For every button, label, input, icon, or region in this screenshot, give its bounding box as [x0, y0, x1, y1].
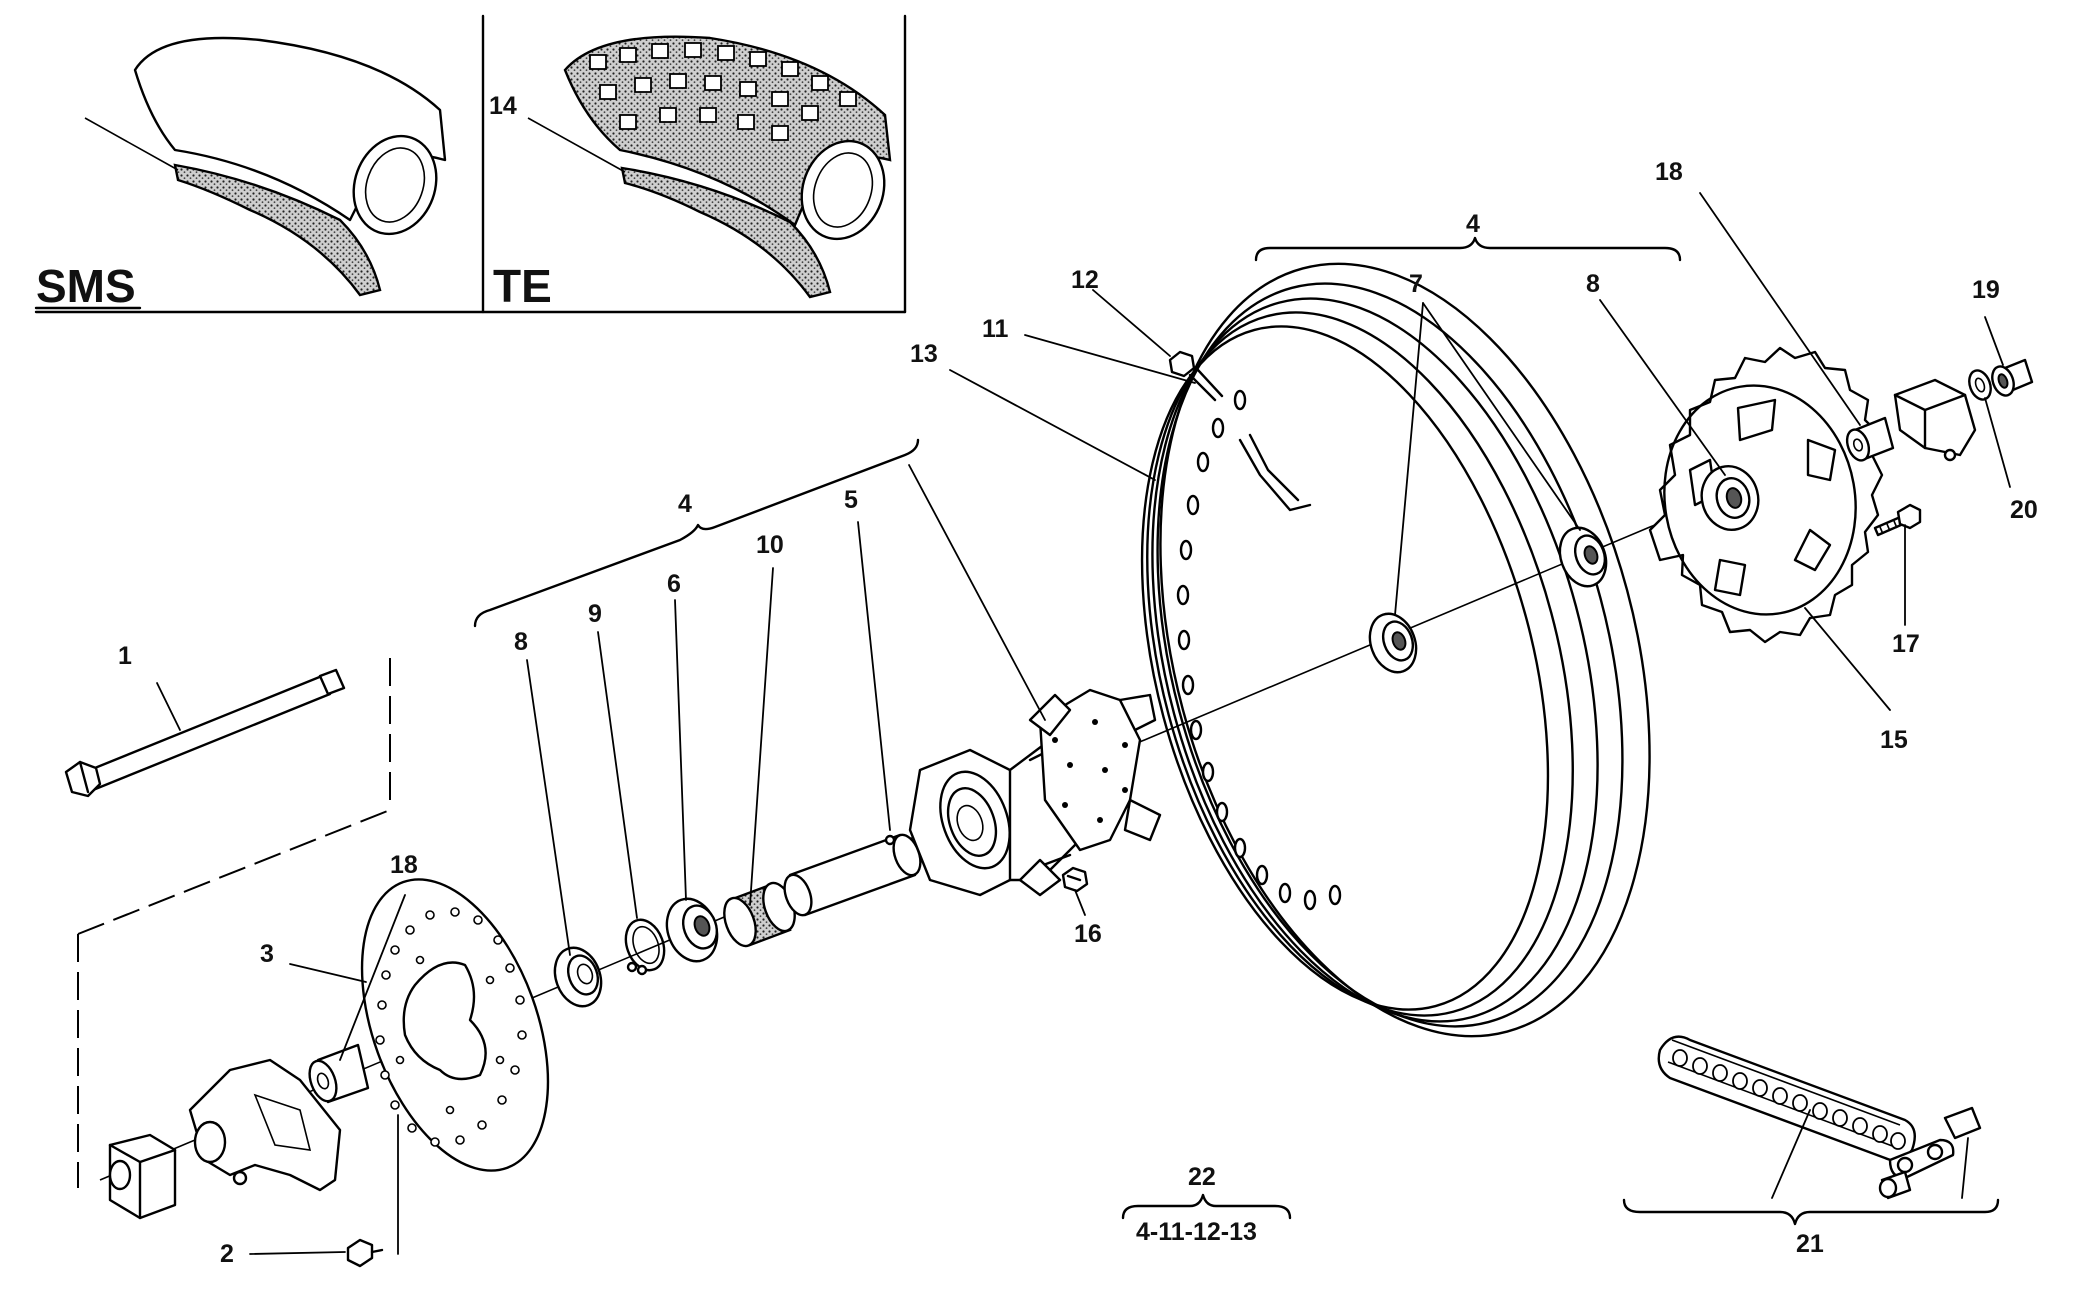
callout-20: 20 — [2010, 496, 2038, 524]
callout-14: 14 — [489, 92, 517, 120]
wheel-hub — [908, 688, 1162, 897]
callout-19: 19 — [1972, 276, 2000, 304]
sms-tyre-drawing — [84, 36, 447, 297]
part-11-valve-nut — [1188, 368, 1224, 402]
callout-4-rim-group: 4 — [1466, 210, 1480, 238]
part-7-right-bearing — [1558, 526, 1608, 588]
part-7-center-bearing — [1368, 612, 1418, 674]
kit-22-contents: 4-11-12-13 — [1136, 1218, 1257, 1246]
brake-caliper-bracket — [188, 1058, 342, 1192]
part-20-washer — [1968, 369, 1992, 401]
callout-6: 6 — [667, 570, 681, 598]
callout-10: 10 — [756, 531, 784, 559]
axle-adjuster-block-left — [108, 1133, 177, 1220]
part-16-nut — [1061, 866, 1089, 893]
callout-9: 9 — [588, 600, 602, 628]
bracket-braces — [473, 236, 2000, 1226]
part-10-spacer-bush — [723, 881, 796, 948]
callout-12: 12 — [1071, 266, 1099, 294]
callout-8-left: 8 — [514, 628, 528, 656]
part-1-axle — [64, 668, 346, 798]
part-5-inner-spacer — [783, 833, 922, 917]
callout-3: 3 — [260, 940, 274, 968]
callout-7: 7 — [1409, 270, 1423, 298]
part-18-right-spacer — [1845, 416, 1895, 462]
callout-1: 1 — [118, 642, 132, 670]
callout-5: 5 — [844, 486, 858, 514]
tyre-variant-inset: SMS TE — [34, 14, 907, 314]
callout-8-right: 8 — [1586, 270, 1600, 298]
callout-4-hub-group: 4 — [678, 490, 692, 518]
callout-11: 11 — [982, 315, 1009, 343]
callout-18-right: 18 — [1655, 158, 1683, 186]
callout-13: 13 — [910, 340, 938, 368]
callout-21: 21 — [1796, 1230, 1824, 1258]
part-17-sprocket-screw — [1873, 503, 1922, 537]
alignment-dashed-lines — [77, 658, 391, 1188]
callout-17: 17 — [1892, 630, 1920, 658]
part-2-screw — [346, 1238, 384, 1268]
leader-lines — [156, 192, 2011, 1255]
callout-22: 22 — [1188, 1163, 1216, 1191]
wheel-rim — [1140, 262, 1651, 1038]
part-21-drive-chain — [1657, 1035, 1982, 1200]
te-tyre-drawing — [527, 35, 892, 299]
part-6-seal-bearing — [665, 897, 719, 963]
callout-2: 2 — [220, 1240, 234, 1268]
part-12-valve-cap — [1168, 350, 1196, 378]
part-3-brake-disc — [360, 878, 550, 1172]
part-15-sprocket — [1648, 346, 1884, 644]
te-variant-label: TE — [493, 260, 552, 312]
axle-adjuster-block-right — [1893, 378, 1977, 462]
callout-15: 15 — [1880, 726, 1908, 754]
part-19-axle-nut — [1991, 358, 2034, 397]
part-8-left-bearing — [553, 946, 603, 1008]
callout-18-left: 18 — [390, 851, 418, 879]
part-9-circlip — [624, 918, 666, 976]
callout-16: 16 — [1074, 920, 1102, 948]
sms-variant-label: SMS — [36, 260, 136, 312]
